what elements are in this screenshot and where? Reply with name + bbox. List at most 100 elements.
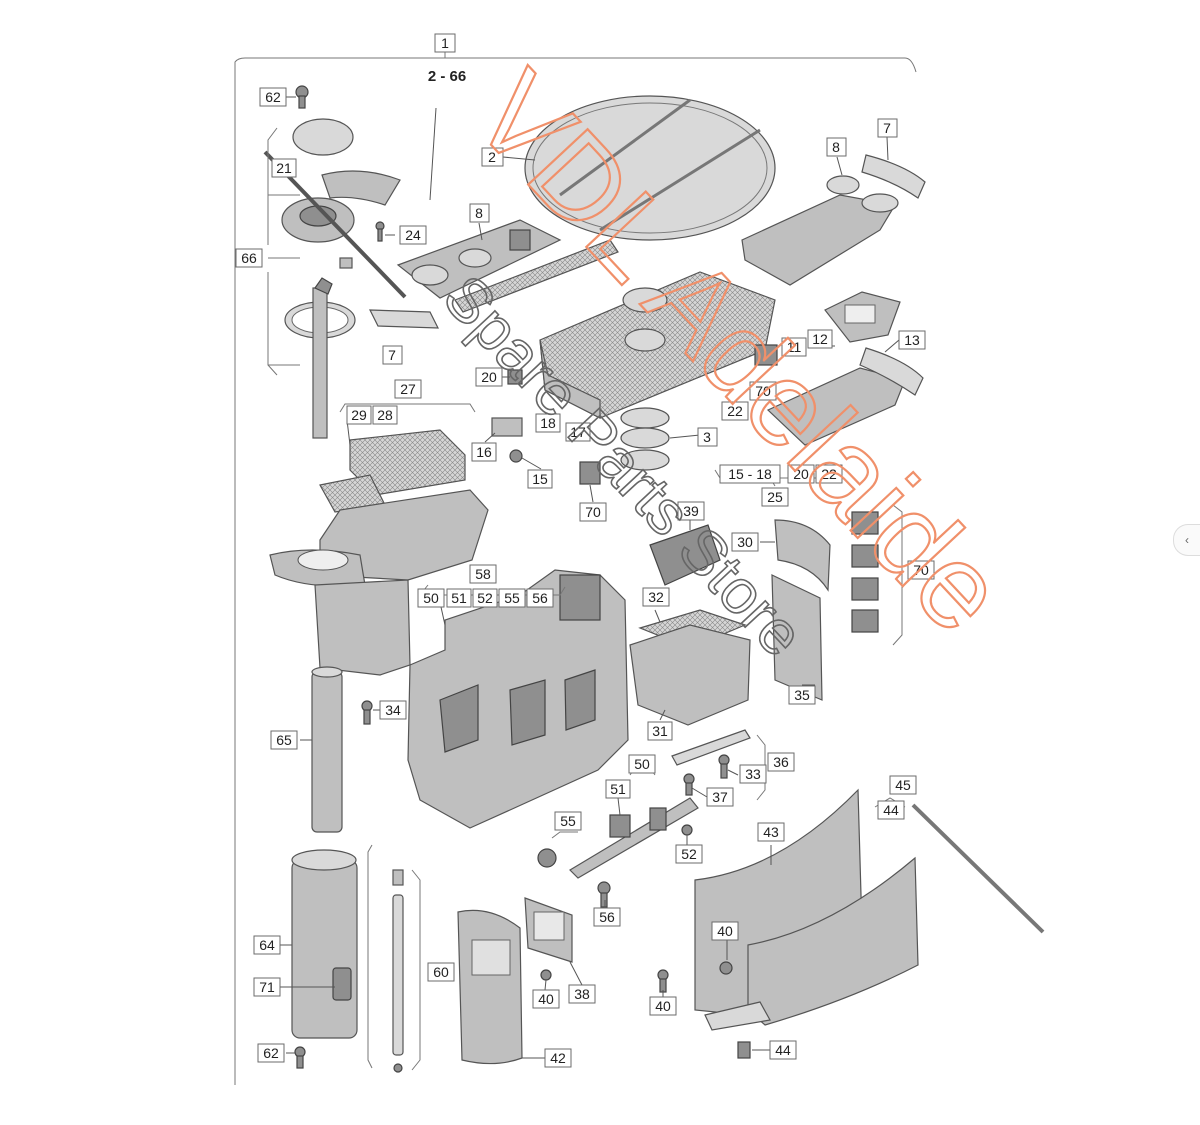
callout-28[interactable]: 28	[372, 405, 398, 425]
part-34-screw	[361, 700, 373, 725]
callout-40-c[interactable]: 40	[649, 996, 677, 1016]
callout-70-b[interactable]: 70	[579, 502, 607, 522]
svg-text:64: 64	[259, 937, 275, 953]
svg-text:40: 40	[538, 991, 554, 1007]
callout-22-a[interactable]: 22	[721, 401, 749, 421]
callout-36[interactable]: 36	[767, 752, 795, 772]
callout-62-top[interactable]: 62	[259, 87, 287, 107]
callout-71[interactable]: 71	[253, 977, 281, 997]
callout-55[interactable]: 55	[498, 588, 526, 608]
callout-66[interactable]: 66	[235, 248, 263, 268]
svg-text:22: 22	[821, 466, 837, 482]
svg-text:3: 3	[703, 429, 711, 445]
part-62-screw-top	[295, 85, 309, 109]
chevron-left-icon: ‹	[1185, 533, 1189, 547]
callout-52-b[interactable]: 52	[675, 844, 703, 864]
callout-24[interactable]: 24	[399, 225, 427, 245]
callout-13[interactable]: 13	[898, 330, 926, 350]
callout-7-right[interactable]: 7	[877, 118, 898, 138]
callout-25[interactable]: 25	[761, 487, 789, 507]
svg-text:28: 28	[377, 407, 393, 423]
svg-text:70: 70	[755, 383, 771, 399]
callout-39[interactable]: 39	[677, 501, 705, 521]
callout-8-left[interactable]: 8	[469, 203, 490, 223]
callout-15[interactable]: 15	[527, 469, 553, 489]
callout-15-18[interactable]: 15 - 18	[719, 464, 781, 484]
callout-38[interactable]: 38	[568, 984, 596, 1004]
callout-33[interactable]: 33	[739, 764, 767, 784]
svg-text:17: 17	[570, 424, 586, 440]
svg-text:42: 42	[550, 1050, 566, 1066]
callout-30[interactable]: 30	[731, 532, 759, 552]
svg-text:71: 71	[259, 979, 275, 995]
callout-7-left[interactable]: 7	[382, 345, 403, 365]
part-40-clip-a	[719, 961, 733, 975]
svg-text:38: 38	[574, 986, 590, 1002]
callout-3[interactable]: 3	[697, 427, 718, 447]
callout-32[interactable]: 32	[642, 587, 670, 607]
callout-12[interactable]: 12	[807, 329, 833, 349]
callout-8-right[interactable]: 8	[826, 137, 847, 157]
callout-16[interactable]: 16	[471, 442, 497, 462]
svg-text:2: 2	[488, 149, 496, 165]
callout-20[interactable]: 20	[475, 367, 503, 387]
part-39-holder	[649, 524, 721, 586]
callout-44-b[interactable]: 44	[769, 1040, 797, 1060]
svg-text:50: 50	[634, 756, 650, 772]
assembly-bracket	[234, 52, 917, 1085]
callout-51[interactable]: 51	[446, 588, 472, 608]
callout-58[interactable]: 58	[469, 564, 497, 584]
part-58-frame	[407, 569, 629, 829]
callout-43[interactable]: 43	[757, 822, 785, 842]
callout-2[interactable]: 2	[481, 147, 504, 167]
callout-29[interactable]: 29	[346, 405, 372, 425]
callout-42[interactable]: 42	[544, 1048, 572, 1068]
callout-37[interactable]: 37	[706, 787, 734, 807]
callout-34[interactable]: 34	[379, 700, 407, 720]
svg-text:58: 58	[475, 566, 491, 582]
callout-52[interactable]: 52	[472, 588, 498, 608]
svg-text:50: 50	[423, 590, 439, 606]
callout-51-b[interactable]: 51	[605, 779, 631, 799]
part-56-screw	[597, 881, 611, 908]
callout-70-c[interactable]: 70	[907, 560, 935, 580]
callout-35[interactable]: 35	[788, 685, 816, 705]
svg-text:55: 55	[560, 813, 576, 829]
callout-17[interactable]: 17	[565, 422, 591, 442]
callout-60[interactable]: 60	[427, 962, 455, 982]
svg-text:65: 65	[276, 732, 292, 748]
svg-text:20: 20	[793, 466, 809, 482]
callout-31[interactable]: 31	[647, 721, 673, 741]
svg-text:21: 21	[276, 160, 292, 176]
svg-text:62: 62	[263, 1045, 279, 1061]
scroll-handle[interactable]: ‹	[1173, 524, 1200, 556]
svg-text:44: 44	[775, 1042, 791, 1058]
callout-11[interactable]: 11	[781, 337, 807, 357]
part-52-screw	[681, 824, 693, 836]
svg-text:12: 12	[812, 331, 828, 347]
part-40-screw-c	[657, 969, 669, 993]
svg-text:15 - 18: 15 - 18	[728, 466, 772, 482]
part-cap-discs	[281, 118, 401, 243]
callout-45[interactable]: 45	[889, 775, 917, 795]
callout-21[interactable]: 21	[271, 158, 297, 178]
callout-50-b[interactable]: 50	[628, 754, 656, 774]
callout-44-a[interactable]: 44	[877, 800, 905, 820]
callout-62-bottom[interactable]: 62	[257, 1043, 285, 1063]
callout-40-a[interactable]: 40	[711, 921, 739, 941]
callout-27[interactable]: 27	[394, 379, 422, 399]
callout-22-b[interactable]: 22	[815, 464, 843, 484]
callout-64[interactable]: 64	[253, 935, 281, 955]
part-50-rail	[537, 797, 699, 879]
callout-40-b[interactable]: 40	[532, 989, 560, 1009]
callout-70-a[interactable]: 70	[749, 381, 777, 401]
svg-text:56: 56	[532, 590, 548, 606]
assembly-number-callout[interactable]: 1	[434, 33, 456, 53]
callout-56[interactable]: 56	[526, 588, 554, 608]
callout-18[interactable]: 18	[535, 413, 561, 433]
callout-65[interactable]: 65	[270, 730, 298, 750]
callout-20-b[interactable]: 20	[787, 464, 815, 484]
callout-56-b[interactable]: 56	[593, 907, 621, 927]
callout-55-b[interactable]: 55	[554, 811, 582, 831]
callout-50[interactable]: 50	[417, 588, 445, 608]
